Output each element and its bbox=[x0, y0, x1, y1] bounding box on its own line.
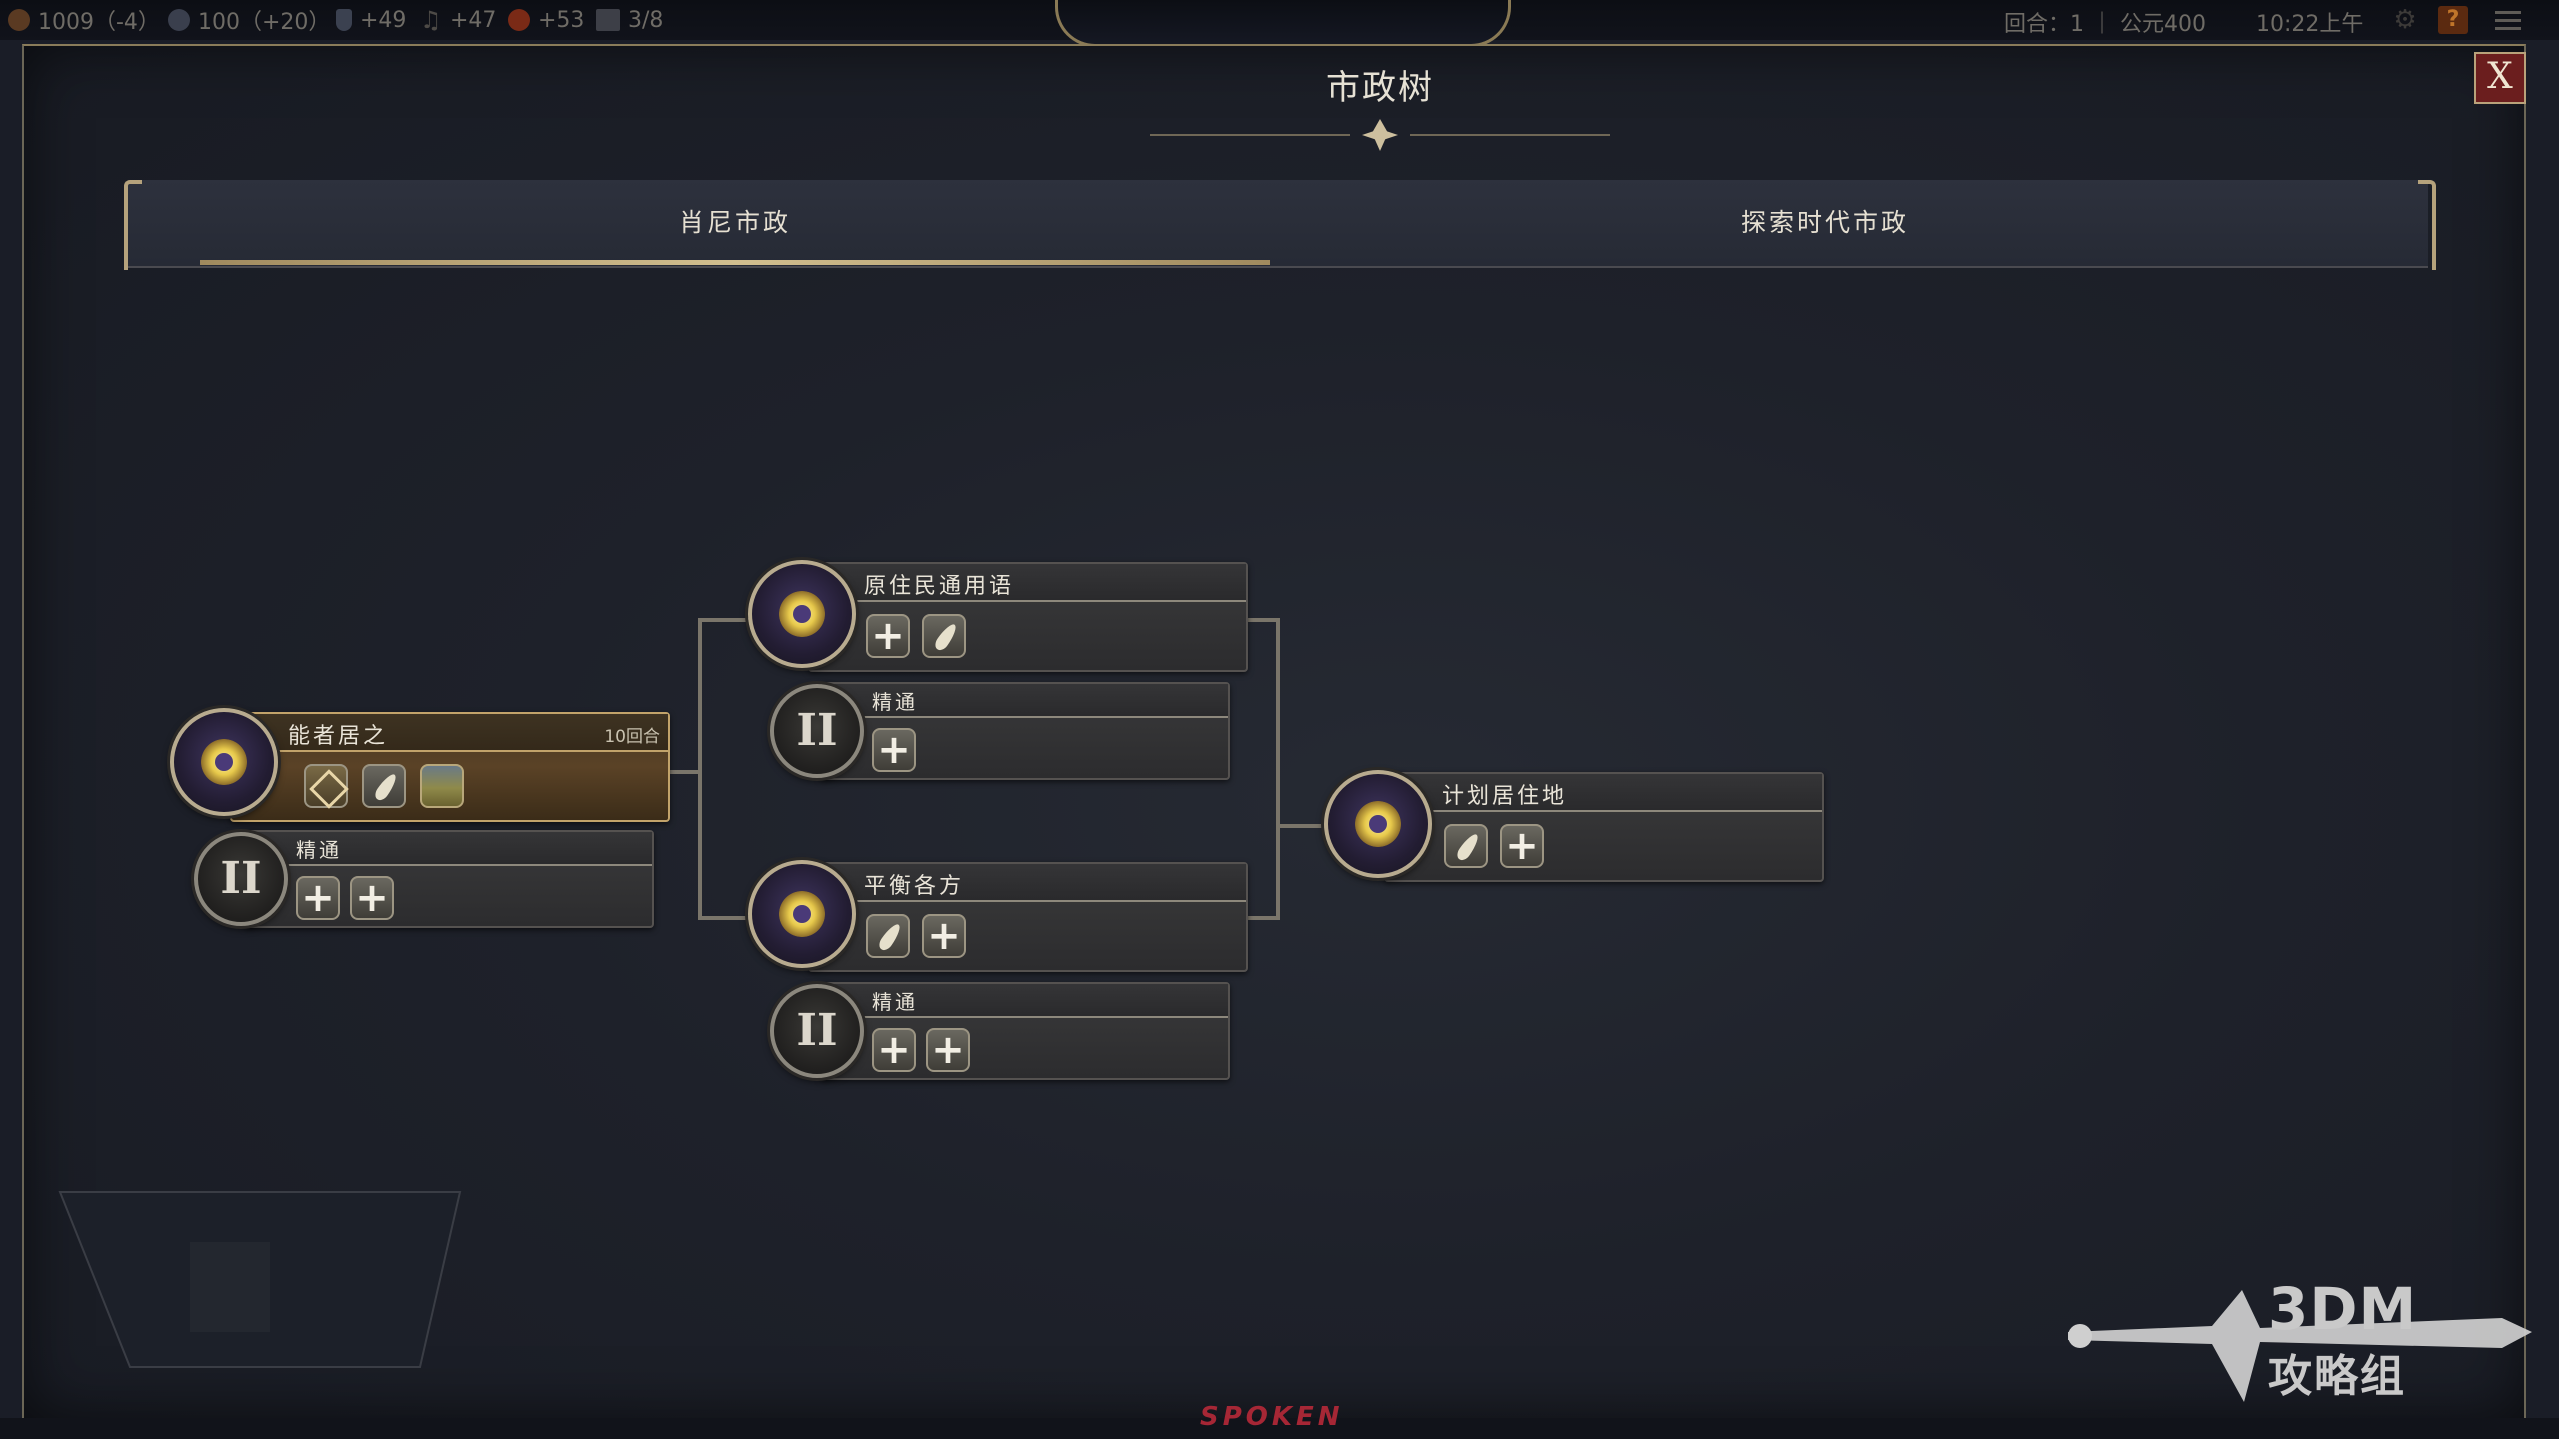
science-resource[interactable]: +49 bbox=[336, 6, 406, 34]
watermark-subtext: 攻略组 bbox=[2268, 1351, 2406, 1402]
plus-icon[interactable]: + bbox=[922, 914, 966, 958]
plus-icon[interactable]: + bbox=[1500, 824, 1544, 868]
civic-disc bbox=[1324, 770, 1432, 878]
tab-bar-bracket-right bbox=[2418, 180, 2436, 270]
globe-icon bbox=[168, 9, 190, 31]
civic-emblem-icon bbox=[1355, 801, 1401, 847]
help-button[interactable]: ? bbox=[2438, 6, 2468, 34]
plus-icon[interactable]: + bbox=[350, 876, 394, 920]
civic-node-planned-settlement[interactable]: 计划居住地 + bbox=[1324, 770, 1824, 882]
leaf-icon[interactable] bbox=[362, 764, 406, 808]
civic-name: 平衡各方 bbox=[864, 874, 965, 899]
mastery-roman: II bbox=[796, 705, 838, 756]
settlement-limit[interactable]: 3/8 bbox=[596, 6, 663, 34]
civic-node-lingua-franca[interactable]: 原住民通用语 + bbox=[748, 560, 1248, 672]
tab-bar bbox=[128, 180, 2428, 268]
close-button[interactable]: X bbox=[2474, 52, 2526, 104]
civic-emblem-icon bbox=[779, 891, 825, 937]
civic-node-balance-mastery[interactable]: 精通 + + II bbox=[770, 980, 1230, 1080]
civic-emblem-icon bbox=[779, 591, 825, 637]
watermark-sword-icon bbox=[2068, 1290, 2532, 1402]
civic-name: 精通 bbox=[872, 990, 918, 1014]
settings-icon[interactable]: ⚙ bbox=[2393, 5, 2417, 35]
active-tab-indicator bbox=[200, 260, 1270, 265]
bottom-strip bbox=[0, 1418, 2559, 1439]
food-icon bbox=[8, 9, 30, 31]
page-title: 市政树 bbox=[1326, 68, 1434, 108]
mastery-roman: II bbox=[796, 1005, 838, 1056]
civic-emblem-icon bbox=[201, 739, 247, 785]
leaf-icon[interactable] bbox=[866, 914, 910, 958]
mastery-disc: II bbox=[194, 832, 288, 926]
tab-shawnee-civics[interactable]: 肖尼市政 bbox=[678, 208, 791, 237]
mastery-disc: II bbox=[770, 984, 864, 1078]
happiness-resource[interactable]: ♫+47 bbox=[420, 6, 497, 34]
coin-icon bbox=[508, 9, 530, 31]
city-icon bbox=[596, 9, 620, 31]
civic-name: 精通 bbox=[296, 838, 342, 862]
civic-name: 精通 bbox=[872, 690, 918, 714]
civic-disc bbox=[748, 560, 856, 668]
food-resource[interactable]: 1009（-4） bbox=[8, 6, 160, 35]
unlock-badge-icon[interactable] bbox=[304, 764, 348, 808]
leaf-icon[interactable] bbox=[1444, 824, 1488, 868]
plus-icon[interactable]: + bbox=[866, 614, 910, 658]
civic-name: 计划居住地 bbox=[1442, 784, 1568, 809]
tab-exploration-age-civics[interactable]: 探索时代市政 bbox=[1740, 208, 1909, 237]
clock: 10:22上午 bbox=[2256, 12, 2364, 37]
civic-turns: 10回合 bbox=[604, 727, 660, 747]
tab-bar-bracket-left bbox=[124, 180, 142, 270]
leaf-icon[interactable] bbox=[922, 614, 966, 658]
plus-icon[interactable]: + bbox=[296, 876, 340, 920]
civic-name: 能者居之 bbox=[288, 724, 389, 749]
civic-node-able-dwell-mastery[interactable]: 精通 + + II bbox=[194, 828, 654, 928]
menu-icon[interactable] bbox=[2493, 6, 2523, 34]
plus-icon[interactable]: + bbox=[872, 728, 916, 772]
civic-node-balance[interactable]: 平衡各方 + bbox=[748, 860, 1248, 972]
music-icon: ♫ bbox=[420, 6, 442, 34]
mastery-roman: II bbox=[220, 853, 262, 904]
turn-and-year: 回合：1 ｜ 公元400 bbox=[2004, 12, 2206, 37]
civic-name: 原住民通用语 bbox=[864, 574, 1015, 599]
mastery-disc: II bbox=[770, 684, 864, 778]
civic-node-lingua-franca-mastery[interactable]: 精通 + II bbox=[770, 680, 1230, 780]
title-ornament bbox=[1150, 119, 1610, 151]
civic-disc bbox=[748, 860, 856, 968]
gold-resource[interactable]: +53 bbox=[508, 6, 584, 34]
civic-node-able-dwell[interactable]: 能者居之 10回合 bbox=[170, 708, 670, 824]
watermark-text: 3DM bbox=[2268, 1275, 2418, 1343]
flask-icon bbox=[336, 9, 352, 31]
civic-disc bbox=[170, 708, 278, 816]
culture-resource[interactable]: 100（+20） bbox=[168, 6, 330, 35]
plus-icon[interactable]: + bbox=[872, 1028, 916, 1072]
plus-icon[interactable]: + bbox=[926, 1028, 970, 1072]
bottom-banner-text: SPOKEN bbox=[1200, 1402, 1344, 1432]
minimap[interactable] bbox=[40, 1182, 490, 1372]
landscape-icon[interactable] bbox=[420, 764, 464, 808]
